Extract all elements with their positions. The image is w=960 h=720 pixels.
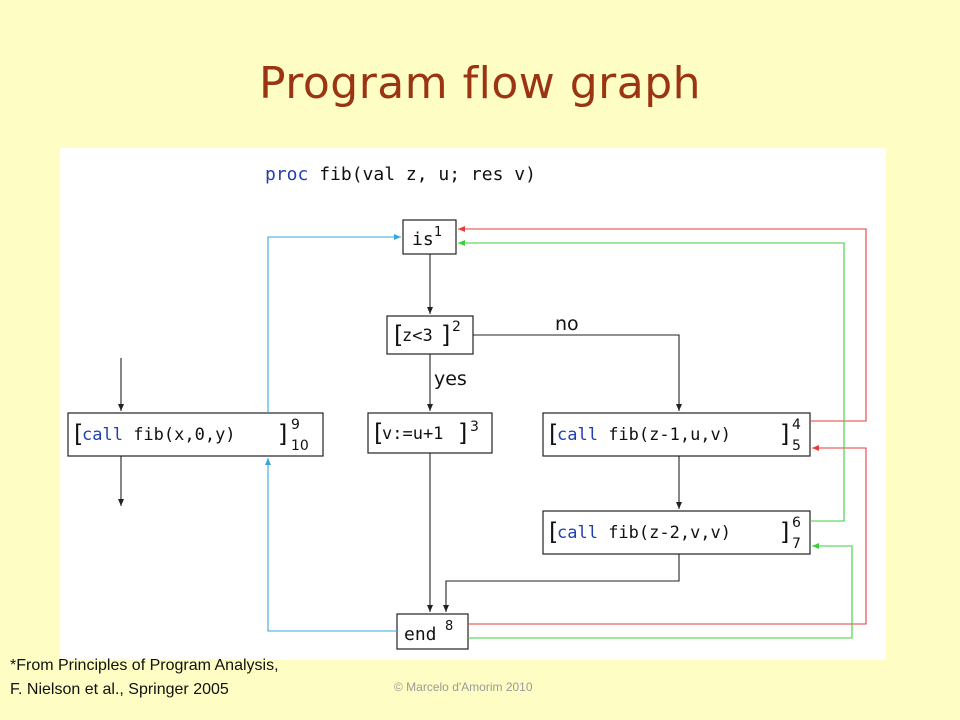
node-call-main-keyword: call xyxy=(82,425,123,445)
edge-call-1-to-is xyxy=(458,226,867,422)
node-call-2-keyword: call xyxy=(557,523,598,543)
footnote-line-2: F. Nielson et al., Springer 2005 xyxy=(10,681,229,698)
node-call-2-close: ] xyxy=(780,518,789,546)
call-edges-green xyxy=(458,240,853,639)
node-call-1-label-bottom: 5 xyxy=(792,438,801,454)
node-call-2-open: [ xyxy=(549,518,558,546)
node-call-main-label-bottom: 10 xyxy=(291,438,309,454)
flow-edges xyxy=(118,254,682,612)
node-end-text: end xyxy=(404,624,437,645)
source-footnote: *From Principles of Program Analysis, F.… xyxy=(10,654,279,702)
node-test-label: 2 xyxy=(452,319,461,335)
edge-end-to-call-1 xyxy=(468,445,867,625)
edge-label-no: no xyxy=(555,313,579,335)
flow-graph-svg: proc fib(val z, u; res v) is 1 [ z<3 ] 2… xyxy=(67,164,867,650)
node-is-text: is xyxy=(412,229,434,250)
node-test: [ z<3 ] 2 xyxy=(386,315,474,355)
node-call-main-label-top: 9 xyxy=(291,417,300,433)
node-call-2-label-top: 6 xyxy=(792,515,801,531)
node-call-main-close: ] xyxy=(278,420,287,448)
node-end-label: 8 xyxy=(445,619,453,634)
node-call-1-keyword: call xyxy=(557,425,598,445)
node-test-close: ] xyxy=(441,321,450,349)
node-assign-close: ] xyxy=(458,419,467,447)
edge-test-to-call-1 xyxy=(473,334,682,411)
node-call-2-label-bottom: 7 xyxy=(792,536,801,552)
node-call-1-label-top: 4 xyxy=(792,417,801,433)
edge-call-2-to-end xyxy=(443,554,680,612)
proc-signature: fib(val z, u; res v) xyxy=(308,164,536,185)
node-call-main-text: fib(x,0,y) xyxy=(123,425,236,445)
edge-call-2-to-is xyxy=(458,240,845,522)
flow-graph-figure: proc fib(val z, u; res v) is 1 [ z<3 ] 2… xyxy=(60,148,886,660)
slide-title: Program flow graph xyxy=(258,58,702,109)
node-call-main-code: call fib(x,0,y) xyxy=(82,425,236,445)
node-call-main: [ call fib(x,0,y) ] 9 10 xyxy=(67,412,324,457)
node-assign-label: 3 xyxy=(470,419,479,435)
node-test-text: z<3 xyxy=(402,326,433,346)
node-end: end 8 xyxy=(396,613,469,650)
node-call-2-text: fib(z-2,v,v) xyxy=(598,523,731,543)
node-call-2-code: call fib(z-2,v,v) xyxy=(557,523,731,543)
edge-end-to-call-main xyxy=(265,458,397,632)
node-call-1: [ call fib(z-1,u,v) ] 4 5 xyxy=(542,412,811,457)
copyright-notice: © Marcelo d'Amorim 2010 xyxy=(394,680,533,694)
edge-end-to-call-2 xyxy=(468,543,853,639)
node-call-2: [ call fib(z-2,v,v) ] 6 7 xyxy=(542,510,811,555)
call-edges-blue xyxy=(265,234,401,632)
node-is: is 1 xyxy=(402,219,457,255)
node-assign-text: v:=u+1 xyxy=(382,424,443,444)
node-test-open: [ xyxy=(394,321,403,349)
node-assign: [ v:=u+1 ] 3 xyxy=(367,412,493,454)
node-call-1-text: fib(z-1,u,v) xyxy=(598,425,731,445)
proc-header: proc fib(val z, u; res v) xyxy=(265,164,536,185)
node-call-1-close: ] xyxy=(780,420,789,448)
edge-call-main-to-is xyxy=(267,234,401,413)
node-is-label: 1 xyxy=(434,225,442,240)
node-call-main-open: [ xyxy=(74,420,83,448)
node-call-1-code: call fib(z-1,u,v) xyxy=(557,425,731,445)
footnote-line-1: *From Principles of Program Analysis, xyxy=(10,657,279,674)
node-assign-open: [ xyxy=(374,419,383,447)
edge-label-yes: yes xyxy=(434,368,467,390)
call-edges-red xyxy=(458,226,867,625)
node-call-1-open: [ xyxy=(549,420,558,448)
proc-keyword: proc xyxy=(265,164,308,185)
